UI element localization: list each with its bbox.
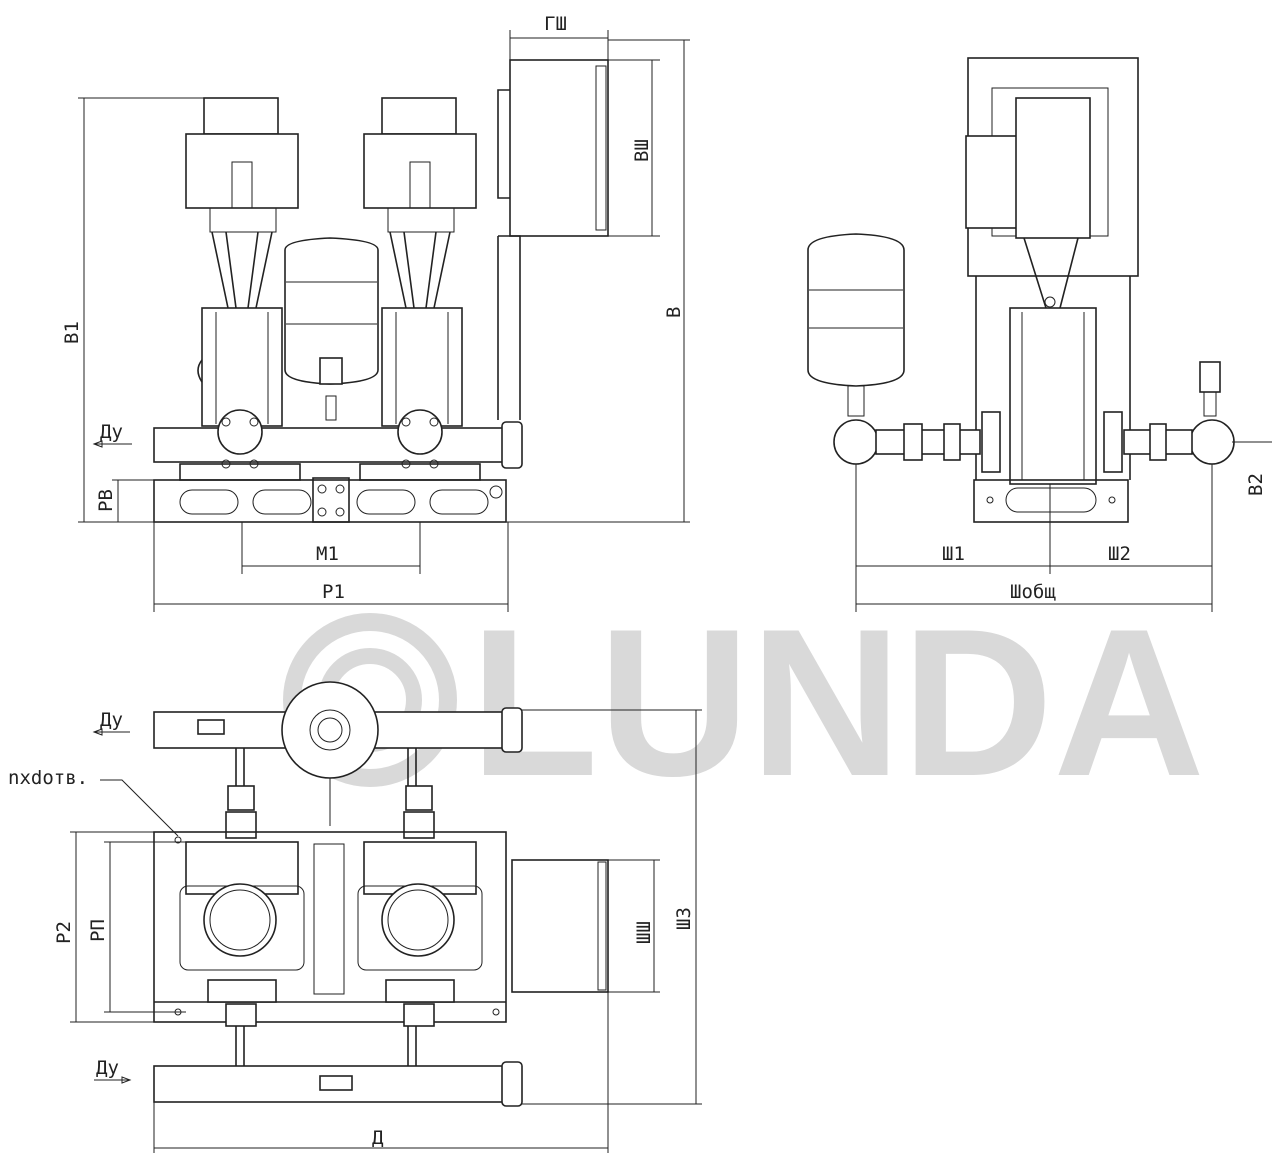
label-sh2: Ш2 <box>1108 543 1131 565</box>
label-v1: В1 <box>61 321 83 344</box>
front-view: ГШ ВШ В В1 Ду РВ М1 Р1 <box>61 13 690 612</box>
label-shobsh: Шобщ <box>1010 581 1056 603</box>
label-gsh: ГШ <box>544 13 567 35</box>
label-v2: В2 <box>1245 473 1267 496</box>
label-du-front: Ду <box>100 421 123 443</box>
label-du-bottom: Ду <box>96 1057 119 1079</box>
front-dimensions <box>78 30 690 612</box>
watermark-text: LUNDA <box>470 585 1205 820</box>
label-sh1: Ш1 <box>942 543 965 565</box>
side-view: Ш1 Ш2 Шобщ В2 <box>807 57 1272 612</box>
label-d: Д <box>372 1127 384 1149</box>
label-m1: М1 <box>316 543 339 565</box>
top-view: Ду Ду nxdoтв. Р2 РП ШШ Ш3 Д <box>8 681 702 1153</box>
label-rv: РВ <box>95 489 117 512</box>
side-dimensions <box>855 464 1213 612</box>
label-shsh: ШШ <box>633 921 655 944</box>
label-r2: Р2 <box>53 921 75 944</box>
lunda-watermark: LUNDA <box>283 585 1205 820</box>
label-r1: Р1 <box>322 581 345 603</box>
top-dimensions <box>70 709 702 1153</box>
label-v: В <box>663 307 685 318</box>
label-vsh: ВШ <box>631 139 653 162</box>
label-holes: nxdoтв. <box>8 767 88 789</box>
label-sh3: Ш3 <box>673 907 695 930</box>
label-rp: РП <box>87 919 109 942</box>
label-du-top: Ду <box>100 709 123 731</box>
